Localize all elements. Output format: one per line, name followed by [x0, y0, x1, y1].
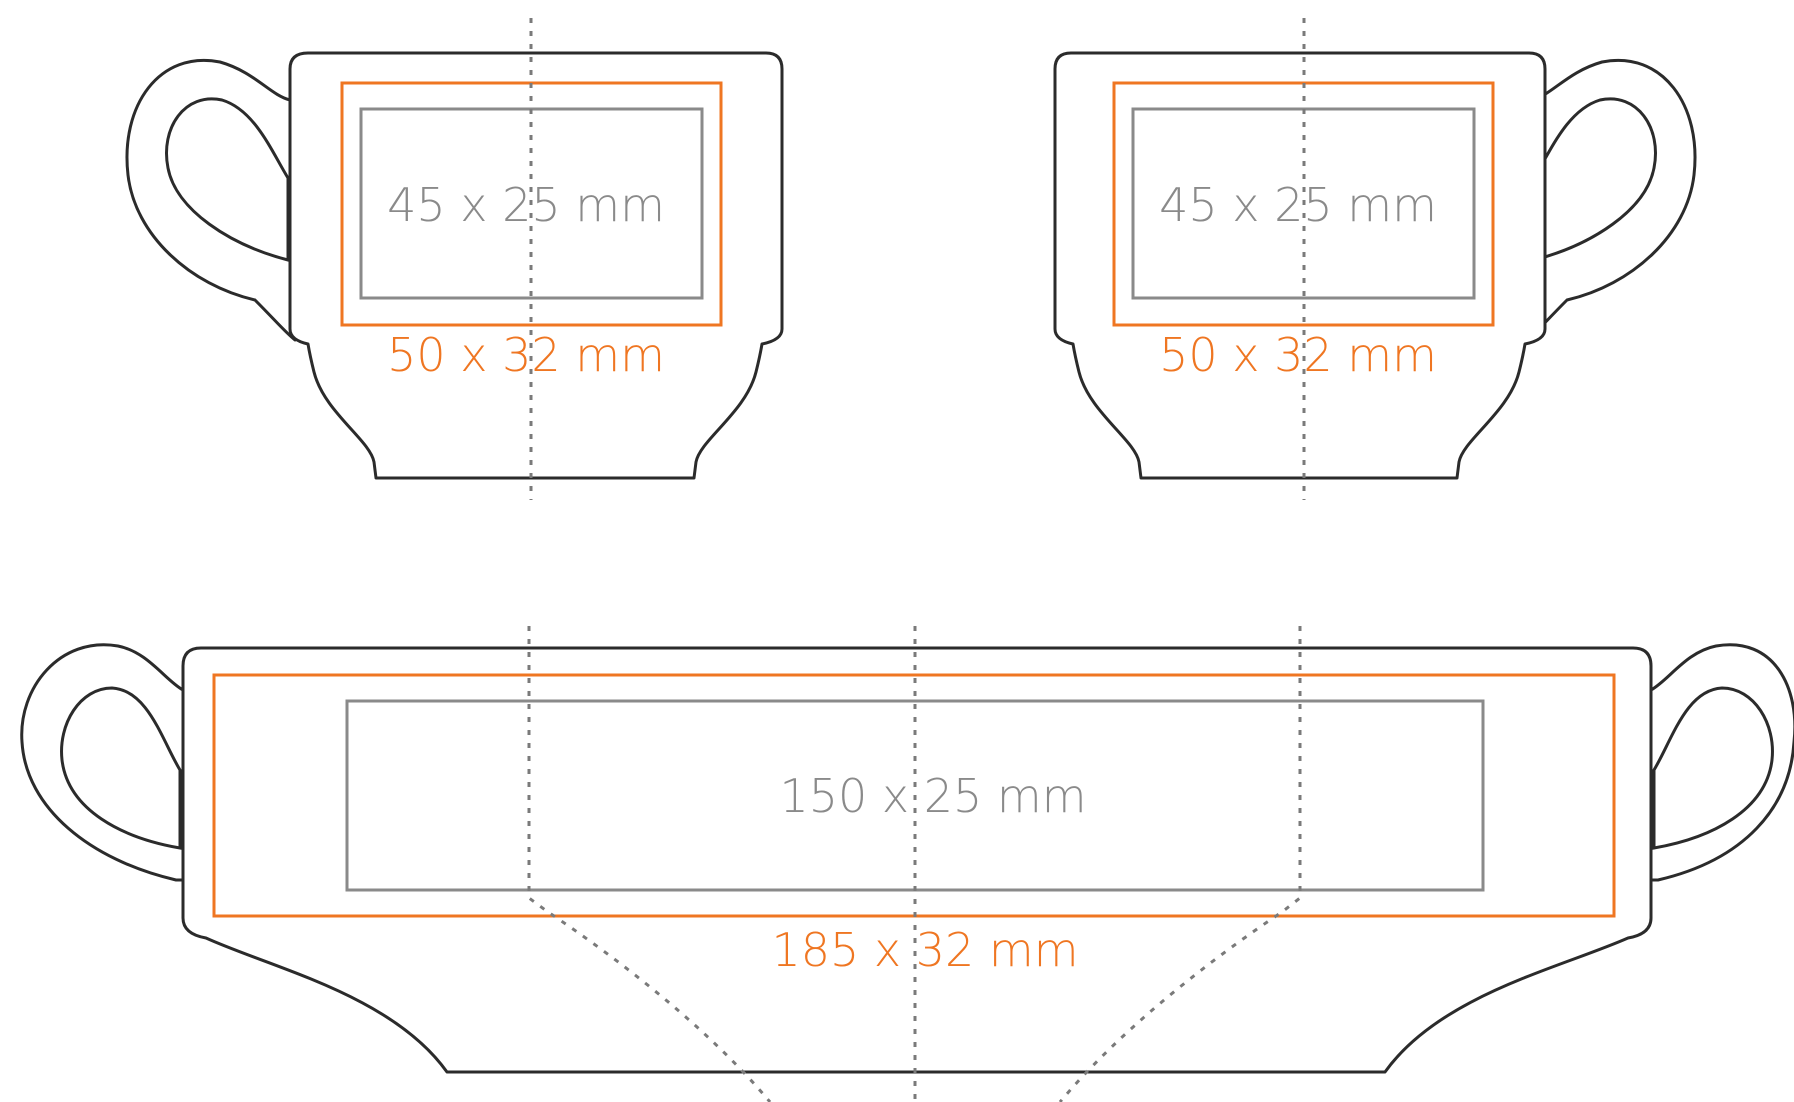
cup-view-wrap: 150 x 25 mm 185 x 32 mm — [20, 626, 1794, 1102]
safe-area-label-left: 45 x 25 mm — [387, 178, 665, 232]
cup-view-right: 45 x 25 mm 50 x 32 mm — [1053, 18, 1697, 500]
wrap-handle-hole-left — [60, 686, 182, 850]
cup-handle-hole-right — [1532, 97, 1657, 262]
wrap-body — [181, 646, 1653, 1074]
print-area-label-wrap: 185 x 32 mm — [771, 923, 1078, 977]
safe-area-label-wrap: 150 x 25 mm — [779, 769, 1086, 823]
cup-view-left: 45 x 25 mm 50 x 32 mm — [125, 18, 784, 500]
wrap-handle-hole-right — [1652, 686, 1774, 850]
safe-area-label-right: 45 x 25 mm — [1159, 178, 1437, 232]
cup-body-right — [1053, 51, 1547, 480]
cup-body-left — [288, 51, 784, 480]
print-area-label-right: 50 x 32 mm — [1159, 328, 1437, 382]
print-area-label-left: 50 x 32 mm — [387, 328, 665, 382]
cup-handle-hole-left — [165, 97, 290, 262]
